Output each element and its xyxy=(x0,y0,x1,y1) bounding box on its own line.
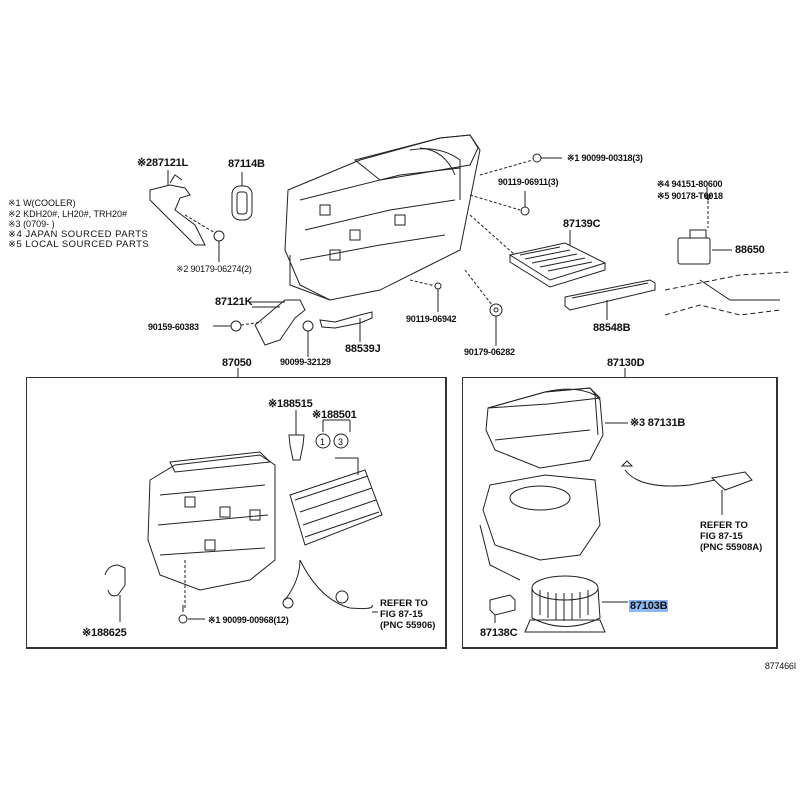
legend: ※1 W(COOLER) ※2 KDH20#, LH20#, TRH20# ※3… xyxy=(8,198,149,251)
legend-item: ※4 JAPAN SOURCED PARTS xyxy=(8,228,149,240)
part-label-90099-00968[interactable]: ※1 90099-00968(12) xyxy=(208,615,289,625)
heater-unit-illustration xyxy=(147,451,276,610)
part-label-90099-00318[interactable]: ※1 90099-00318(3) xyxy=(567,153,643,163)
legend-item: ※3 (0709- ) xyxy=(8,219,55,229)
assembly-frame-87050 xyxy=(26,377,447,649)
part-label-88650[interactable]: 88650 xyxy=(735,244,765,256)
part-label-94151-80600[interactable]: ※4 94151-80600 xyxy=(657,179,723,189)
part-label-87121L[interactable]: ※287121L xyxy=(137,157,189,169)
blower-motor-illustration xyxy=(524,575,628,633)
part-label-90119-06942[interactable]: 90119-06942 xyxy=(406,314,457,324)
cabin-filter-illustration xyxy=(469,214,607,288)
assembly-label-87130D[interactable]: 87130D xyxy=(607,357,645,369)
part-label-87131B[interactable]: ※3 87131B xyxy=(630,417,686,429)
part-label-90099-32129[interactable]: 90099-32129 xyxy=(280,357,331,367)
part-label-88625[interactable]: ※188625 xyxy=(82,627,127,639)
legend-item: ※1 W(COOLER) xyxy=(8,198,76,208)
refer-note-right[interactable]: REFER TO FIG 87-15 (PNC 55908A) xyxy=(700,520,763,553)
assembly-frame-87130D xyxy=(462,377,778,649)
circle-ref-1: 1 xyxy=(320,437,325,447)
selected-part-highlight: 87103B xyxy=(629,600,669,612)
part-label-87103B[interactable]: 87103B xyxy=(629,600,669,612)
part-label-90179-06282[interactable]: 90179-06282 xyxy=(464,347,515,357)
circle-ref-3: 3 xyxy=(338,437,343,447)
part-label-88501[interactable]: ※188501 xyxy=(312,409,357,421)
refer-note-left[interactable]: REFER TO FIG 87-15 (PNC 55906) xyxy=(380,598,436,631)
part-label-88539J[interactable]: 88539J xyxy=(345,343,381,355)
part-label-90159-60383[interactable]: 90159-60383 xyxy=(148,322,199,332)
part-label-90119-06911[interactable]: 90119-06911(3) xyxy=(498,177,559,187)
part-label-90178-T0018[interactable]: ※5 90178-T0018 xyxy=(657,191,723,201)
blower-case-illustration xyxy=(479,387,628,581)
part-label-87139C[interactable]: 87139C xyxy=(563,218,601,230)
part-label-88548B[interactable]: 88548B xyxy=(593,322,631,334)
legend-item: ※5 LOCAL SOURCED PARTS xyxy=(8,239,150,250)
illustration-code: 877466I xyxy=(764,661,796,671)
part-label-87138C[interactable]: 87138C xyxy=(480,627,518,639)
part-label-88515[interactable]: ※188515 xyxy=(268,398,313,410)
part-label-87114B[interactable]: 87114B xyxy=(228,158,265,170)
part-label-87121K[interactable]: 87121K xyxy=(215,296,253,308)
legend-item: ※2 KDH20#, LH20#, TRH20# xyxy=(8,208,127,219)
hvac-unit-top-illustration xyxy=(284,134,481,301)
assembly-label-87050[interactable]: 87050 xyxy=(222,357,252,369)
part-label-90179-06274[interactable]: ※2 90179-06274(2) xyxy=(176,264,252,274)
